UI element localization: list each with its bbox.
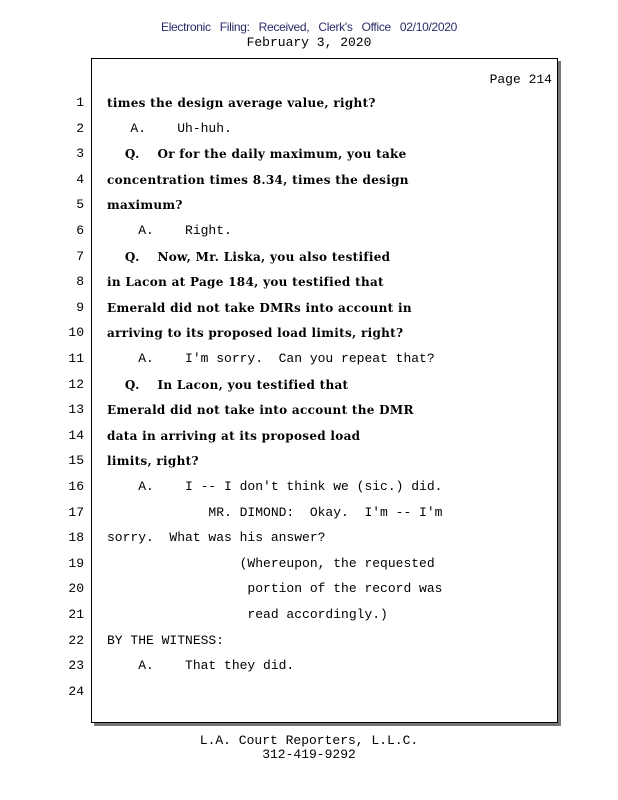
transcript-line: maximum? xyxy=(107,198,183,213)
transcript-line: arriving to its proposed load limits, ri… xyxy=(107,326,404,341)
transcript-line: A. That they did. xyxy=(107,658,295,674)
footer-phone: 312-419-9292 xyxy=(262,747,356,762)
transcript-line: sorry. What was his answer? xyxy=(107,530,326,546)
transcript-line: BY THE WITNESS: xyxy=(107,632,225,648)
filing-stamp: Electronic Filing: Received, Clerk's Off… xyxy=(160,20,457,34)
line-number: 22 xyxy=(68,632,84,648)
line-number: 11 xyxy=(68,351,84,366)
line-number: 13 xyxy=(68,402,84,418)
line-number: 14 xyxy=(68,427,84,443)
transcript-line: A. Right. xyxy=(107,223,232,238)
line-number: 4 xyxy=(76,171,84,187)
transcript-line: times the design average value, right? xyxy=(107,96,376,110)
line-number: 24 xyxy=(68,683,84,699)
line-number: 21 xyxy=(68,607,84,622)
transcript-line: A. I -- I don't think we (sic.) did. xyxy=(107,479,443,494)
page-number: Page 214 xyxy=(489,72,552,87)
transcript-line: Q. Or for the daily maximum, you take xyxy=(107,147,407,162)
footer-company: L.A. Court Reporters, L.L.C. xyxy=(199,733,419,748)
transcript-line: read accordingly.) xyxy=(107,607,388,622)
line-number: 20 xyxy=(68,581,84,597)
transcript-frame xyxy=(91,58,558,723)
transcript-line: portion of the record was xyxy=(107,581,443,597)
line-number: 2 xyxy=(76,120,84,136)
transcript-line: Q. Now, Mr. Liska, you also testified xyxy=(107,249,391,264)
transcript-line: MR. DIMOND: Okay. I'm -- I'm xyxy=(107,504,443,520)
transcript-line: Q. In Lacon, you testified that xyxy=(107,377,349,392)
line-number: 6 xyxy=(76,223,84,238)
transcript-line: data in arriving at its proposed load xyxy=(107,428,361,443)
line-number: 1 xyxy=(76,95,84,110)
line-number: 19 xyxy=(68,555,84,571)
line-number: 18 xyxy=(68,530,84,546)
transcript-line: (Whereupon, the requested xyxy=(107,555,435,571)
line-number: 8 xyxy=(76,274,84,290)
transcript-line: limits, right? xyxy=(107,454,199,469)
line-number: 5 xyxy=(76,197,84,213)
line-number: 9 xyxy=(76,299,84,315)
transcript-line: Emerald did not take DMRs into account i… xyxy=(107,300,412,315)
transcript-line: concentration times 8.34, times the desi… xyxy=(107,172,409,187)
transcript-line: A. Uh-huh. xyxy=(107,120,232,136)
transcript-line: A. I'm sorry. Can you repeat that? xyxy=(107,351,435,366)
line-number: 17 xyxy=(68,504,84,520)
line-number: 7 xyxy=(76,248,84,264)
transcript-line: Emerald did not take into account the DM… xyxy=(107,403,414,418)
line-number: 23 xyxy=(68,658,84,674)
transcript-date: February 3, 2020 xyxy=(246,35,372,50)
line-number: 12 xyxy=(68,376,84,392)
line-number: 10 xyxy=(68,325,84,341)
line-number: 16 xyxy=(68,479,84,494)
line-number: 3 xyxy=(76,146,84,162)
transcript-line: in Lacon at Page 184, you testified that xyxy=(107,275,384,290)
line-number: 15 xyxy=(68,453,84,469)
